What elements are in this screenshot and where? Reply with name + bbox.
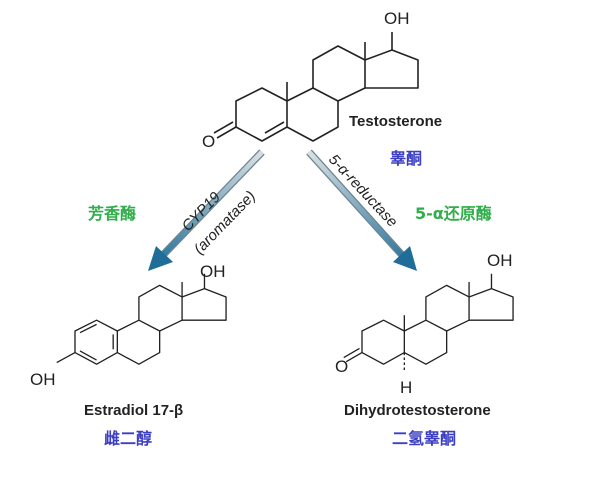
oxygen-label: O [202, 132, 215, 151]
hydroxyl-label: OH [384, 9, 410, 28]
reductase-chinese-label: 5-α还原酶 [415, 204, 492, 223]
reductase-arrow [306, 149, 417, 271]
aromatase-arrow [148, 149, 265, 271]
estradiol-label: Estradiol 17-β [84, 402, 183, 419]
estradiol-structure: OH OH Estradiol 17-β 雌二醇 [30, 262, 227, 448]
aromatase-chinese-label: 芳香酶 [88, 204, 136, 223]
testosterone-structure: O OH Testosterone 睾酮 [202, 9, 442, 168]
dht-chinese-label: 二氢睾酮 [392, 429, 456, 448]
estradiol-17-hydroxyl-label: OH [200, 262, 226, 281]
dht-hydrogen-label: H [400, 378, 412, 397]
dht-oxygen-label: O [335, 357, 348, 376]
dihydrotestosterone-structure: O H OH Dihydrotestosterone 二氢睾酮 [335, 251, 514, 448]
estradiol-3-hydroxyl-label: OH [30, 370, 56, 389]
dht-hydroxyl-label: OH [487, 251, 513, 270]
dihydrotestosterone-label: Dihydrotestosterone [344, 402, 491, 419]
estradiol-chinese-label: 雌二醇 [104, 429, 152, 448]
testosterone-chinese-label: 睾酮 [390, 149, 422, 168]
testosterone-label: Testosterone [349, 113, 442, 130]
